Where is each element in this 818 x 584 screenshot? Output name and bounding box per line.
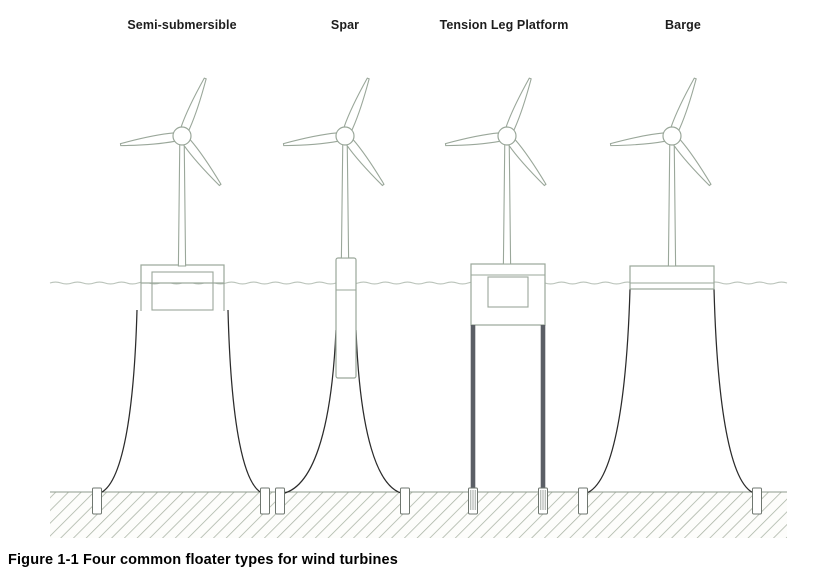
floater-types-diagram — [49, 77, 788, 538]
spar-cylinder — [335, 257, 357, 379]
anchor-block-4 — [400, 487, 410, 515]
turbine-tower-tension-leg-platform — [502, 139, 512, 265]
turbine-blade-spar-3 — [282, 132, 339, 147]
floater-label-barge: Barge — [665, 18, 701, 32]
floater-label-spar: Spar — [330, 18, 360, 32]
turbine-hub-spar — [335, 126, 355, 146]
seabed-hatch — [50, 492, 787, 538]
turbine-hub-tension-leg-platform — [497, 126, 517, 146]
floater-label-semi-submersible: Semi-submersible — [127, 18, 237, 32]
turbine-blade-tension-leg-platform-2 — [507, 138, 547, 187]
turbine-blade-barge-3 — [609, 132, 666, 147]
anchor-block-8 — [752, 487, 762, 515]
turbine-blade-tension-leg-platform-3 — [444, 132, 501, 147]
turbine-tower-barge — [667, 139, 677, 267]
anchor-block-7 — [578, 487, 588, 515]
turbine-blade-spar-1 — [343, 77, 370, 131]
turbine-blade-tension-leg-platform-1 — [505, 77, 532, 131]
figure-caption: Figure 1-1 Four common floater types for… — [8, 552, 398, 568]
turbine-blade-barge-2 — [672, 138, 712, 187]
turbine-hub-semi-submersible — [172, 126, 192, 146]
turbine-blade-semi-submersible-2 — [182, 138, 222, 187]
mooring-line-spar-left — [279, 329, 337, 495]
mooring-line-semi-left — [96, 309, 138, 495]
tlp-inner-box — [487, 276, 529, 308]
turbine-blade-spar-2 — [345, 138, 385, 187]
mooring-line-barge-left — [582, 288, 631, 495]
mooring-line-barge-right — [713, 288, 758, 495]
diagram-generated-layer — [49, 77, 788, 538]
anchor-block-3 — [275, 487, 285, 515]
anchor-block-1 — [92, 487, 102, 515]
barge-hull — [629, 265, 715, 290]
turbine-blade-semi-submersible-1 — [180, 77, 207, 131]
turbine-blade-semi-submersible-3 — [119, 132, 176, 147]
anchor-block-2 — [260, 487, 270, 515]
semi-deck-box — [140, 264, 225, 284]
mooring-line-spar-right — [355, 329, 406, 495]
mooring-line-semi-right — [227, 309, 266, 495]
semi-pontoon-box — [151, 271, 214, 311]
tlp-hull — [470, 263, 546, 326]
turbine-tower-spar — [340, 139, 350, 259]
turbine-tower-semi-submersible — [177, 139, 187, 267]
turbine-blade-barge-1 — [670, 77, 697, 131]
turbine-hub-barge — [662, 126, 682, 146]
floater-label-tension-leg-platform: Tension Leg Platform — [439, 18, 569, 32]
